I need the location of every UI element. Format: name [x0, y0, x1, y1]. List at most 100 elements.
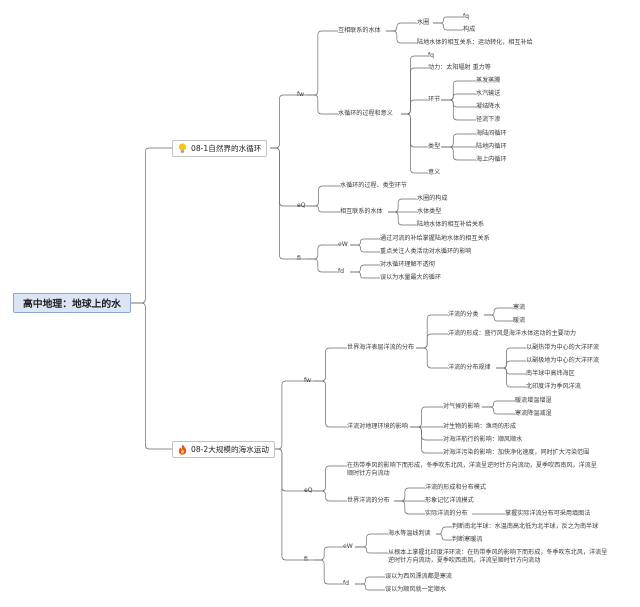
node-fq[interactable]: fq: [463, 13, 470, 20]
node-eq-subitem[interactable]: 陆地水体的相互补给关系: [417, 221, 485, 228]
connector-line: [270, 94, 307, 149]
node-type-item[interactable]: 陆地内循环: [476, 143, 507, 150]
node-pattern-item[interactable]: 以副热带为中心的大洋环流: [526, 344, 600, 351]
node-eq-item[interactable]: 世界洋流的分布: [347, 497, 390, 504]
node-climate[interactable]: 对气候的影响: [443, 403, 480, 410]
node-ew[interactable]: eW: [338, 241, 348, 248]
connector-line: [355, 583, 385, 591]
connector-line: [314, 559, 343, 585]
node-classification[interactable]: 洋流的分类: [448, 311, 479, 318]
node-fi[interactable]: fi: [304, 556, 308, 563]
node-ew-subitem[interactable]: 判断寒暖流: [452, 536, 483, 543]
node-eq-item[interactable]: 在热带季风的影响下而形成，冬季吹东北风，洋流呈逆时针方向流动，夏季吹西南风，洋流…: [347, 462, 597, 477]
node-pattern-item[interactable]: 以副极地为中心的大洋环流: [526, 357, 600, 364]
node-formation[interactable]: 洋流的形成：盛行风是海洋水体运动的主要动力: [448, 330, 576, 337]
node-link-item[interactable]: 蒸发蒸腾: [476, 77, 501, 84]
node-land-water-relation[interactable]: 陆地水体的相互关系：运动转化，相互补给: [417, 39, 533, 46]
node-eq-subitem[interactable]: 水圈的构成: [417, 195, 448, 202]
connector-line: [386, 30, 417, 44]
node-ew-item[interactable]: 重点关注人类活动对水循环的影响: [380, 248, 472, 255]
connector-line: [410, 426, 443, 454]
node-eq-subitem[interactable]: 实际洋流的分布: [425, 510, 468, 517]
connector-line: [314, 546, 343, 561]
root-node[interactable]: 高中地理：地球上的水: [13, 293, 131, 313]
node-pattern-item[interactable]: 北印度洋为季风洋流: [526, 383, 581, 390]
connector-line: [401, 113, 428, 148]
node-fd-item[interactable]: 误以为水量最大的循环: [380, 274, 441, 281]
node-ew-item[interactable]: 海水等温线判读: [388, 530, 431, 537]
node-fd[interactable]: fd: [343, 580, 350, 587]
node-fw[interactable]: fw: [297, 91, 305, 98]
node-composition[interactable]: 构成: [463, 26, 476, 33]
connector-line: [441, 80, 476, 101]
node-type-item[interactable]: 海上内循环: [476, 156, 507, 163]
node-link[interactable]: 环节: [428, 96, 441, 103]
node-eq-subitem[interactable]: 形象记忆洋流模式: [425, 497, 474, 504]
node-ew-item[interactable]: 从根本上掌握北印度洋环流：在热带季风的影响下而形成，冬季吹东北风，洋流呈逆时针方…: [388, 549, 608, 564]
node-power[interactable]: 动力：太阳辐射 重力等: [428, 64, 491, 71]
node-eq-subitem[interactable]: 水体类型: [417, 208, 442, 215]
connector-line: [436, 533, 452, 541]
node-meaning[interactable]: 意义: [428, 169, 441, 176]
connector-line: [416, 333, 448, 349]
main-topic-label: 08-2大规模的海水运动: [191, 445, 269, 454]
node-process-meaning[interactable]: 水循环的过程和意义: [338, 110, 393, 117]
node-fw[interactable]: fw: [304, 377, 312, 384]
node-impact-item[interactable]: 对海洋航行的影响：顺风顺水: [443, 436, 523, 443]
node-class-item[interactable]: 暖流: [513, 317, 526, 324]
node-impact-item[interactable]: 对生物的影响：渔场的形成: [443, 423, 517, 430]
connector-line: [482, 400, 515, 408]
connector-line: [410, 426, 443, 441]
connector-line: [394, 487, 425, 502]
node-hydrosphere[interactable]: 水圈: [417, 19, 430, 26]
node-eq[interactable]: eQ: [297, 202, 306, 209]
node-ew-subitem[interactable]: 判断南北半球：水温南高北低为北半球，反之为南半球: [452, 523, 599, 530]
node-class-item[interactable]: 寒流: [513, 304, 526, 311]
main-topic-water-cycle[interactable]: 08-1自然界的水循环: [172, 140, 268, 157]
node-climate-item[interactable]: 暖流增温增湿: [515, 397, 552, 404]
connector-line: [496, 367, 526, 388]
connector-line: [496, 347, 526, 369]
node-type[interactable]: 类型: [428, 143, 441, 150]
node-eq-subitem[interactable]: 洋流的形成和分布模式: [425, 484, 486, 491]
node-link-item[interactable]: 凝结降水: [476, 103, 501, 110]
node-ew-item[interactable]: 通过河流的补给掌握陆地水体的相互关系: [380, 235, 490, 242]
connector-line: [314, 380, 347, 428]
node-interconnected-water[interactable]: 互相联系的水体: [338, 27, 381, 34]
node-impact-item[interactable]: 对海洋污染的影响：加快净化速度，同时扩大污染范围: [443, 449, 590, 456]
node-link-item[interactable]: 水汽输送: [476, 90, 501, 97]
node-fd-item[interactable]: 误以为顺风就一定顺水: [385, 586, 446, 593]
node-fd-item[interactable]: 对水循环理解不透彻: [380, 261, 435, 268]
node-climate-item[interactable]: 寒流降温减湿: [515, 410, 552, 417]
connector-line: [314, 490, 347, 502]
node-fd[interactable]: fd: [338, 268, 345, 275]
node-pattern-item[interactable]: 南半球中高纬海区: [526, 370, 575, 377]
connector-line: [484, 314, 513, 322]
node-current-distribution[interactable]: 世界海洋表层洋流的分布: [347, 344, 415, 351]
node-eq-item[interactable]: 水循环的过程、类型环节: [340, 182, 408, 189]
connector-line: [484, 307, 513, 316]
connector-line: [496, 360, 526, 369]
node-fi[interactable]: fi: [297, 255, 301, 262]
fire-icon: [178, 444, 187, 455]
node-type-item[interactable]: 海陆间循环: [476, 130, 507, 137]
node-current-impact[interactable]: 洋流对地理环境的影响: [347, 423, 408, 430]
connector-line: [355, 576, 385, 585]
node-eq-extra[interactable]: 掌握实际洋流分布可采用填图法: [505, 510, 591, 517]
node-fd-item[interactable]: 误以为西风漂流都是寒流: [385, 573, 453, 580]
node-ew[interactable]: eW: [343, 543, 353, 550]
node-link-item[interactable]: 径流下渗: [476, 116, 501, 123]
connector-line: [441, 146, 476, 161]
connector-line: [496, 367, 526, 375]
connector-line: [131, 302, 172, 450]
node-eq-item[interactable]: 相互联系的水体: [340, 208, 383, 215]
main-topic-ocean-motion[interactable]: 08-2大规模的海水运动: [172, 441, 275, 458]
node-fq2[interactable]: fq: [428, 52, 435, 59]
connector-line: [314, 347, 347, 382]
node-pattern[interactable]: 洋流的分布规律: [448, 364, 491, 371]
connector-line: [401, 67, 428, 115]
connector-line: [441, 99, 476, 108]
node-eq[interactable]: eQ: [304, 487, 313, 494]
connector-line: [307, 185, 340, 207]
